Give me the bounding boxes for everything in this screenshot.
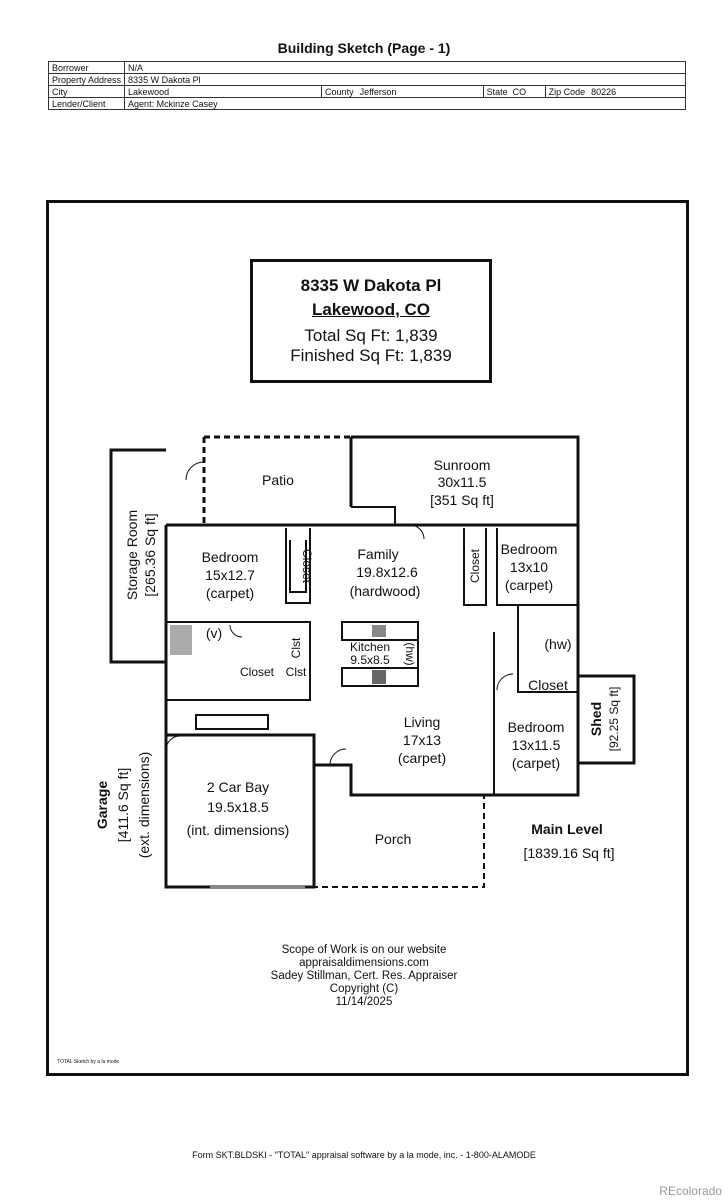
finished-sqft: Finished Sq Ft: 1,839 — [290, 346, 452, 365]
header-table: Borrower N/A Property Address 8335 W Dak… — [47, 61, 687, 110]
closet2-walls — [463, 528, 487, 606]
label-bedroom1-floor: (carpet) — [206, 585, 254, 601]
label-storage-area: [265.36 Sq ft] — [142, 513, 158, 596]
label-kitchen: Kitchen — [350, 640, 390, 654]
label-clst2: Clst — [286, 665, 307, 679]
label-bay-dim: 19.5x18.5 — [207, 799, 269, 815]
label-garage-area: [411.6 Sq ft] — [115, 768, 131, 842]
door-arc-util — [229, 624, 243, 638]
sketch-frame — [46, 200, 689, 1076]
sink — [372, 625, 386, 637]
label-closet4: Closet — [528, 677, 568, 693]
door-arc-living — [329, 748, 347, 766]
label-main-area: [1839.16 Sq ft] — [523, 845, 614, 861]
address-box: 8335 W Dakota Pl Lakewood, CO Total Sq F… — [250, 259, 492, 383]
door-arc-sunroom — [409, 524, 425, 540]
credits-line4: Copyright (C) — [329, 983, 399, 995]
label-shed: Shed — [588, 702, 604, 736]
credits-line2: appraisaldimensions.com — [299, 957, 429, 969]
sunroom-inner — [351, 506, 396, 525]
label-sunroom: Sunroom — [434, 457, 491, 473]
total-sqft: Total Sq Ft: 1,839 — [304, 326, 438, 345]
bath-walls — [517, 605, 578, 693]
address-line1: 8335 W Dakota Pl — [300, 276, 442, 295]
label-bay: 2 Car Bay — [207, 779, 269, 795]
door-arc-bath — [496, 673, 514, 691]
label-patio: Patio — [262, 472, 294, 488]
bedroom1-bottom — [166, 621, 311, 701]
state-value: CO — [512, 86, 527, 97]
watermark: REcolorado — [659, 1184, 722, 1198]
bedroom2-walls — [496, 528, 578, 606]
label-shed-area: [92.25 Sq ft] — [607, 687, 621, 752]
label-bedroom3-dim: 13x11.5 — [512, 737, 561, 753]
patio-outline — [202, 435, 351, 525]
label-sunroom-dim: 30x11.5 — [438, 474, 487, 490]
label-porch: Porch — [375, 831, 412, 847]
label-living-floor: (carpet) — [398, 750, 446, 766]
stove — [372, 670, 386, 684]
label-closet2: Closet — [468, 548, 482, 583]
label-bedroom1: Bedroom — [202, 549, 259, 565]
label-garage: Garage — [94, 781, 110, 829]
label-main-level: Main Level — [531, 821, 603, 837]
door-arc-garage — [165, 735, 181, 751]
label-family: Family — [357, 546, 398, 562]
label-closet1: Closet — [300, 549, 314, 584]
label-bedroom2-floor: (carpet) — [505, 577, 553, 593]
laundry-counter — [195, 714, 269, 730]
tile-pattern — [170, 625, 192, 655]
lender-value: Agent: Mckinze Casey — [124, 97, 686, 110]
label-sunroom-area: [351 Sq ft] — [430, 492, 494, 508]
credits: Scope of Work is on our website appraisa… — [0, 944, 728, 1009]
label-hw-kitchen: (hw) — [403, 642, 417, 665]
label-bedroom3-floor: (carpet) — [512, 755, 560, 771]
porch-outline — [313, 795, 485, 888]
label-bedroom3: Bedroom — [508, 719, 565, 735]
label-closet3: Closet — [240, 665, 275, 679]
city-row: City Lakewood County Jefferson State CO … — [47, 85, 687, 98]
lender-row: Lender/Client Agent: Mckinze Casey — [47, 97, 686, 110]
shed-walls — [576, 674, 636, 765]
address-line2: Lakewood, CO — [311, 300, 431, 319]
form-footer: Form SKT.BLDSKI - "TOTAL" appraisal soft… — [192, 1150, 536, 1160]
label-hw-bath: (hw) — [544, 636, 571, 652]
credits-line5: 11/14/2025 — [335, 996, 393, 1008]
label-bedroom2-dim: 13x10 — [510, 559, 548, 575]
door-arc-patio — [185, 461, 205, 481]
credits-line1: Scope of Work is on our website — [281, 944, 447, 956]
sketch-by: TOTAL Sketch by a la mode — [57, 1059, 120, 1065]
label-v: (v) — [206, 625, 222, 641]
state-label: State — [486, 86, 508, 97]
label-kitchen-dim: 9.5x8.5 — [350, 653, 390, 667]
label-family-floor: (hardwood) — [350, 583, 421, 599]
credits-line3: Sadey Stillman, Cert. Res. Appraiser — [270, 970, 458, 982]
label-bay-int: (int. dimensions) — [187, 822, 290, 838]
label-bedroom2: Bedroom — [501, 541, 558, 557]
bedroom1-closet — [285, 528, 311, 604]
label-bedroom1-dim: 15x12.7 — [205, 567, 255, 583]
storage-room-walls — [109, 448, 166, 664]
sunroom-walls — [349, 435, 580, 525]
label-family-dim: 19.8x12.6 — [356, 564, 418, 580]
page-title: Building Sketch (Page - 1) — [277, 40, 451, 56]
label-living-dim: 17x13 — [403, 732, 441, 748]
label-living: Living — [404, 714, 441, 730]
label-storage: Storage Room — [124, 510, 140, 600]
label-garage-ext: (ext. dimensions) — [136, 752, 152, 859]
label-clst-v: Clst — [289, 637, 303, 658]
lender-label: Lender/Client — [47, 97, 126, 110]
